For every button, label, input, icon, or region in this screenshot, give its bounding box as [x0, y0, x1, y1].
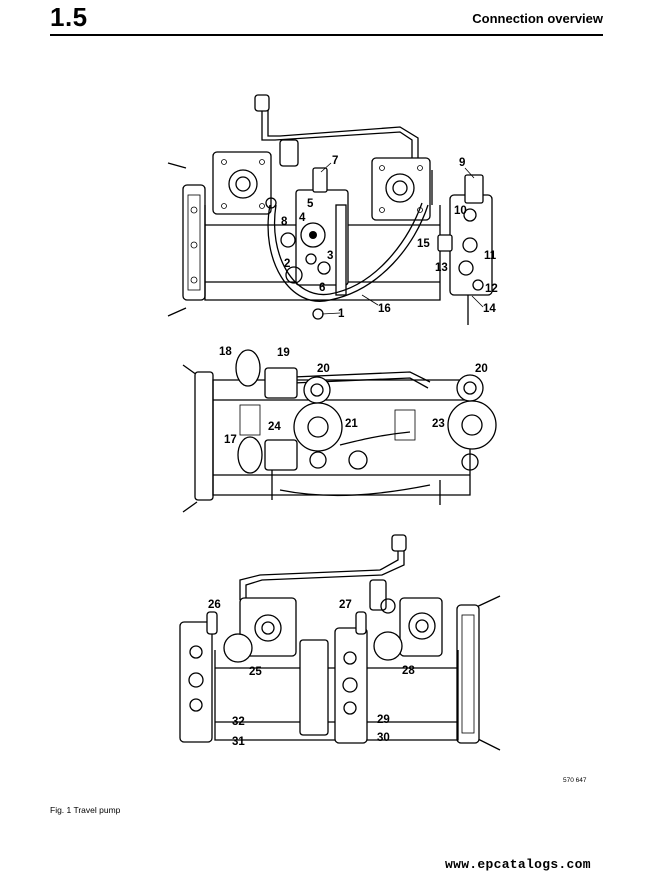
part-label: 27	[339, 599, 352, 611]
part-label: 28	[402, 665, 415, 677]
part-label: 3	[327, 250, 333, 262]
part-label: 13	[435, 262, 448, 274]
pump-view-middle	[182, 349, 497, 513]
part-label: 4	[299, 212, 306, 224]
figure-reference: 570 647	[563, 777, 587, 784]
part-label: 19	[277, 347, 290, 359]
part-label: 20	[475, 363, 488, 375]
page-header: 1.5 Connection overview	[50, 2, 603, 36]
part-label: 23	[432, 418, 445, 430]
part-label: 7	[332, 155, 338, 167]
part-label: 9	[459, 157, 465, 169]
figure-caption: Fig. 1 Travel pump	[50, 805, 121, 815]
section-number: 1.5	[50, 2, 88, 32]
pump-view-top	[167, 94, 493, 325]
part-label: 14	[483, 303, 496, 315]
pump-view-bottom	[179, 534, 501, 751]
part-label: 2	[284, 258, 290, 270]
part-label: 21	[345, 418, 358, 430]
part-labels: 1 2 3 4 5 6 7 8 9 10 11 12 13 14 15 16 1…	[208, 155, 498, 748]
part-label: 25	[249, 666, 262, 678]
part-label: 11	[484, 250, 497, 262]
part-label: 8	[281, 216, 288, 228]
part-label: 24	[268, 421, 281, 433]
part-label: 5	[307, 198, 314, 210]
part-label: 18	[219, 346, 232, 358]
page-title: Connection overview	[472, 11, 603, 26]
part-label: 32	[232, 716, 245, 728]
footer-url[interactable]: www.epcatalogs.com	[445, 857, 591, 872]
part-label: 17	[224, 434, 237, 446]
part-label: 26	[208, 599, 221, 611]
part-label: 31	[232, 736, 245, 748]
part-label: 10	[454, 205, 467, 217]
part-label: 6	[319, 282, 325, 294]
part-label: 29	[377, 714, 390, 726]
part-label: 1	[338, 308, 345, 320]
part-label: 30	[377, 732, 390, 744]
part-label: 20	[317, 363, 330, 375]
part-label: 16	[378, 303, 391, 315]
part-label: 15	[417, 238, 430, 250]
part-label: 12	[485, 283, 498, 295]
